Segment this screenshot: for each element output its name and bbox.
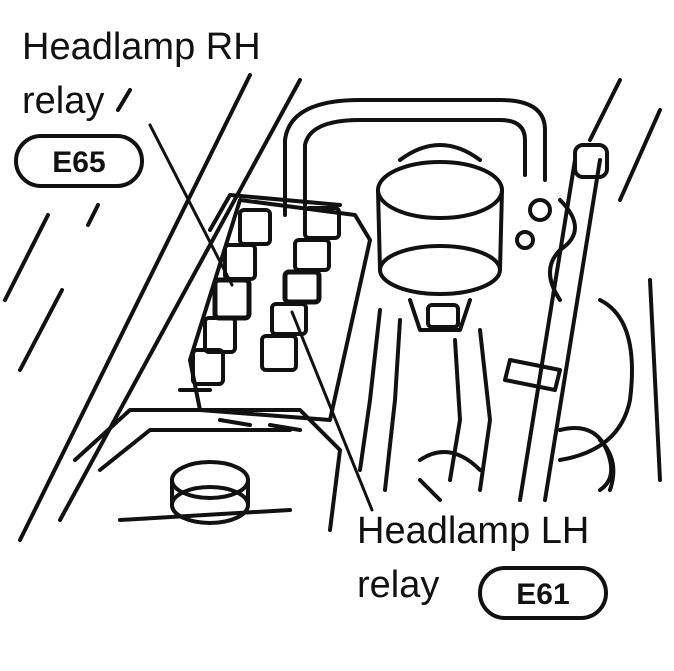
lower-cylinder xyxy=(170,460,250,525)
relay-box xyxy=(178,193,372,432)
relay-rh-2 xyxy=(223,243,257,281)
leader-rh xyxy=(148,123,234,287)
rh-label-line1: Headlamp RH xyxy=(22,26,261,68)
fender-edge-lines xyxy=(3,73,302,542)
body-ledge xyxy=(73,408,342,532)
hoses xyxy=(283,78,662,502)
rh-label-line2: relay xyxy=(22,80,105,122)
relay-lh-2 xyxy=(293,238,331,272)
relay-rh-5 xyxy=(191,348,225,386)
relay-rh-4 xyxy=(203,316,237,354)
lh-connector-badge: E61 xyxy=(478,566,608,620)
misc-components xyxy=(418,426,616,502)
relay-rh-1 xyxy=(238,208,272,246)
leader-lines xyxy=(148,123,374,512)
relay-lh-5 xyxy=(260,334,298,372)
relay-lh-4 xyxy=(270,302,308,336)
relay-lh-3 xyxy=(282,269,322,305)
lh-label-line2: relay xyxy=(357,564,440,606)
reservoir xyxy=(376,143,504,332)
lh-label-line1: Headlamp LH xyxy=(355,510,592,552)
rh-connector-badge: E65 xyxy=(14,134,144,188)
leader-lh xyxy=(290,310,374,512)
